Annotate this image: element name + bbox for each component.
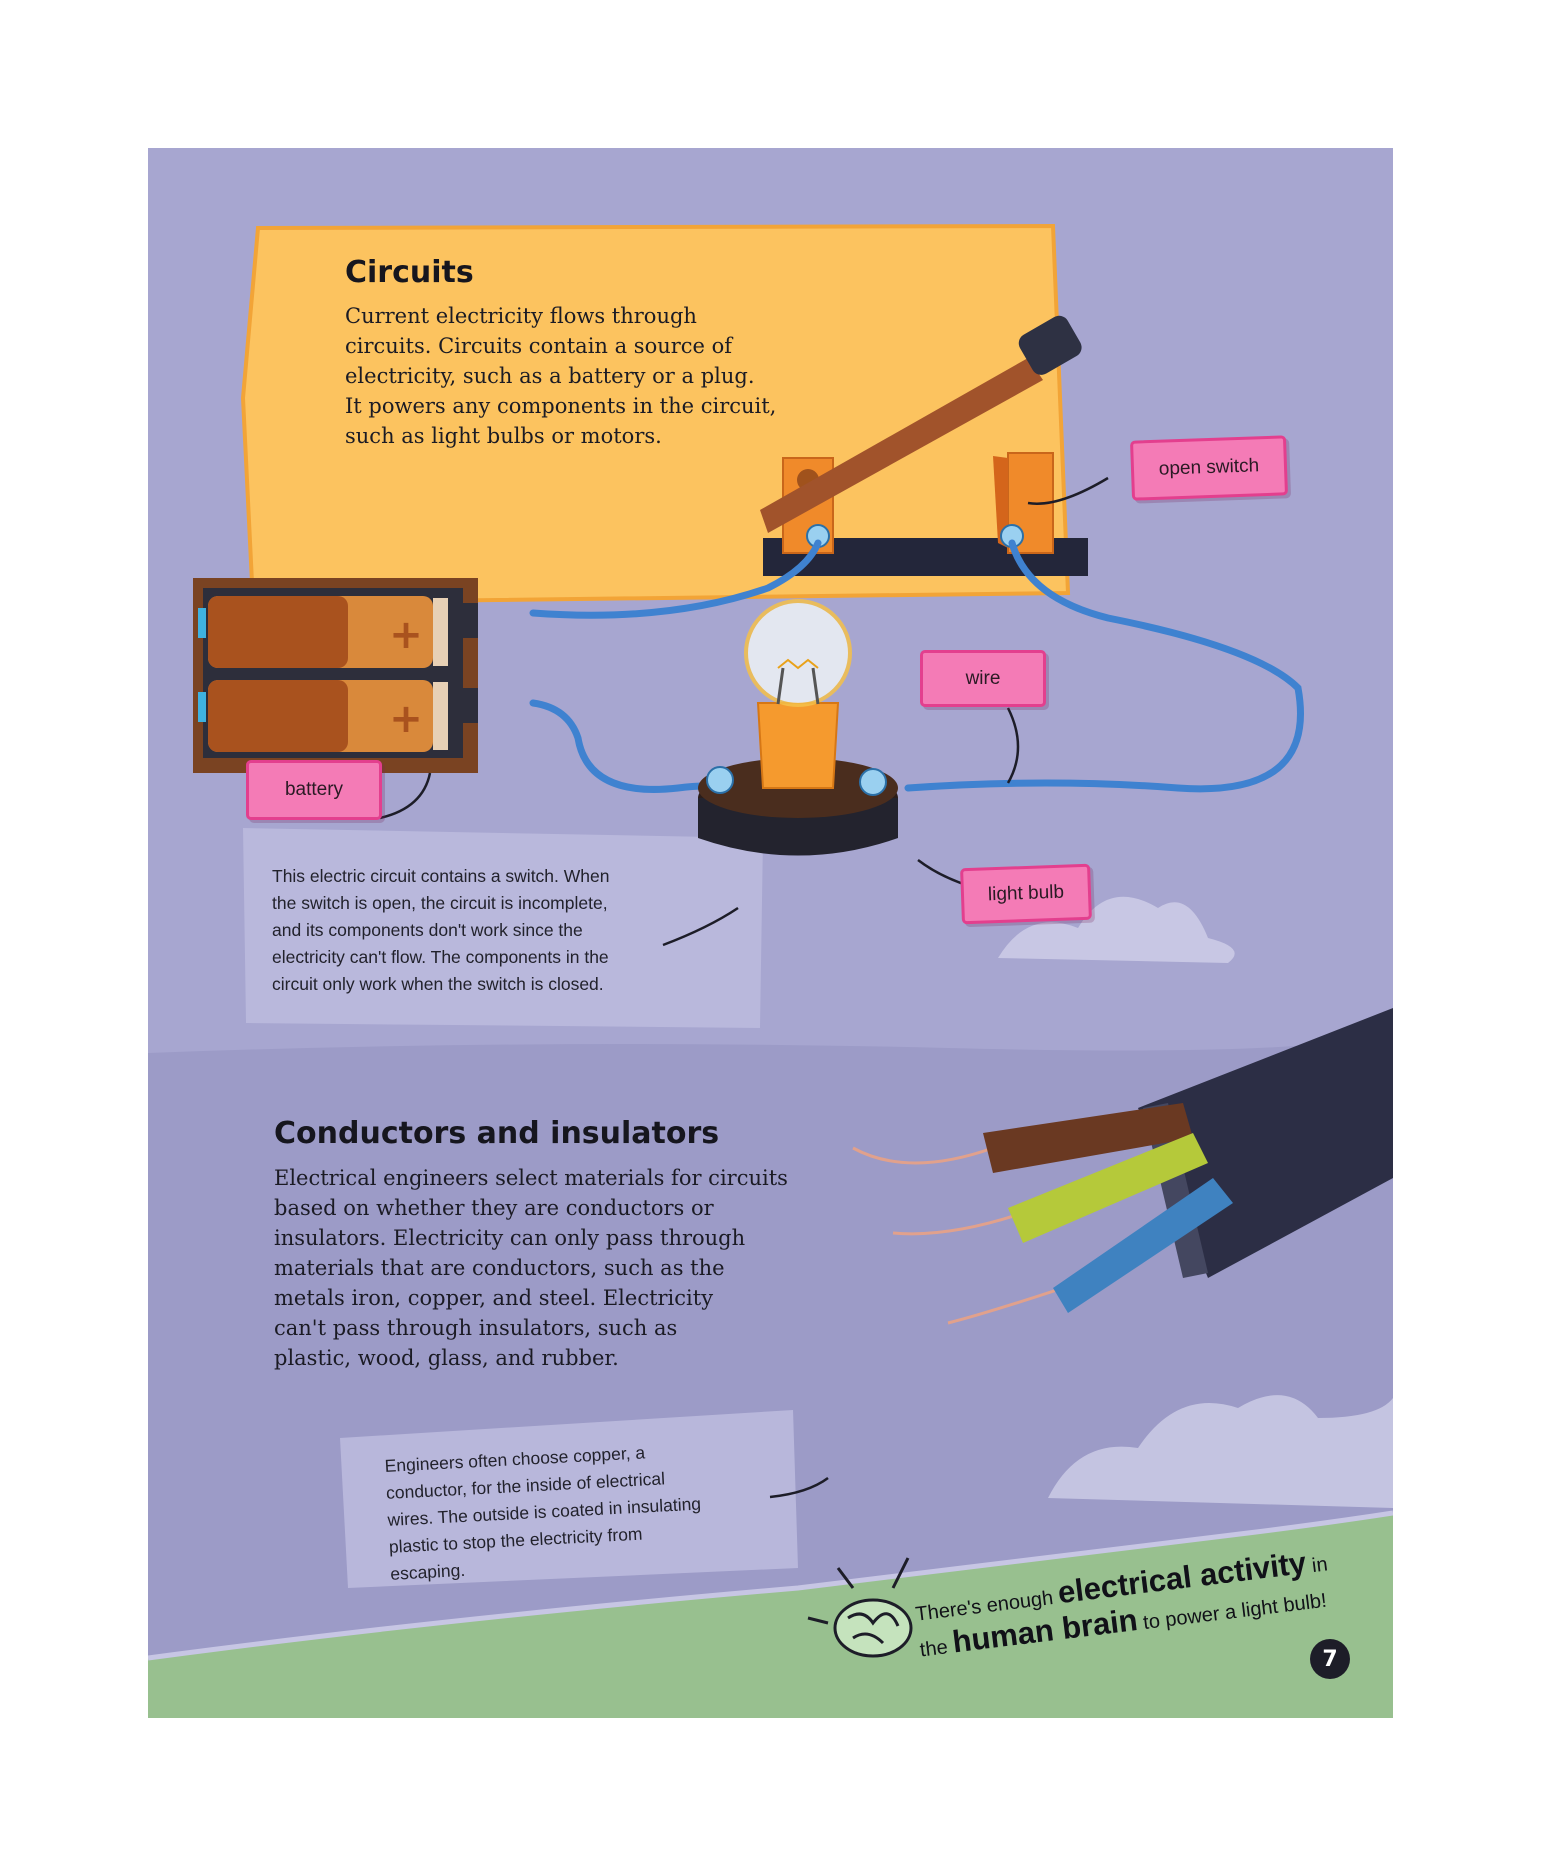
- page-artwork: + +: [148, 223, 1393, 1718]
- light-bulb-label: light bulb: [960, 863, 1092, 925]
- battery-pack: + +: [193, 578, 478, 773]
- electric-cable: [852, 1008, 1393, 1325]
- wire-caption: Engineers often choose copper, a conduct…: [384, 1442, 702, 1584]
- circuit-caption-box: [243, 828, 763, 1028]
- page-number-badge: [1310, 1639, 1350, 1679]
- circuits-title: Circuits: [345, 255, 474, 290]
- circuits-body: Current electricity flows through circui…: [345, 304, 777, 448]
- fact-part3: in: [1305, 1553, 1329, 1578]
- conductors-body: Electrical engineers select materials fo…: [274, 1166, 788, 1370]
- fact-part4: the: [918, 1635, 955, 1662]
- pointer-arrows: [379, 476, 1109, 1499]
- cloud-bottom-right: [1048, 1395, 1393, 1508]
- page-number: 7: [1322, 1646, 1338, 1672]
- svg-text:+: +: [389, 696, 423, 742]
- svg-text:+: +: [389, 612, 423, 658]
- circuits-panel: [240, 223, 1071, 606]
- light-bulb: [698, 599, 898, 856]
- cloud-right: [998, 896, 1235, 963]
- switch-lever: [760, 358, 1043, 533]
- wire-caption-box: [340, 1410, 798, 1588]
- conductors-title: Conductors and insulators: [274, 1116, 720, 1151]
- battery-label: battery: [246, 760, 382, 820]
- circuit-caption: This electric circuit contains a switch.…: [272, 866, 610, 994]
- open-switch-label: open switch: [1130, 435, 1288, 501]
- brain-icon: [807, 1557, 913, 1658]
- ground: [148, 1513, 1393, 1718]
- book-page: + +: [148, 148, 1393, 1718]
- wire-label: wire: [920, 650, 1046, 707]
